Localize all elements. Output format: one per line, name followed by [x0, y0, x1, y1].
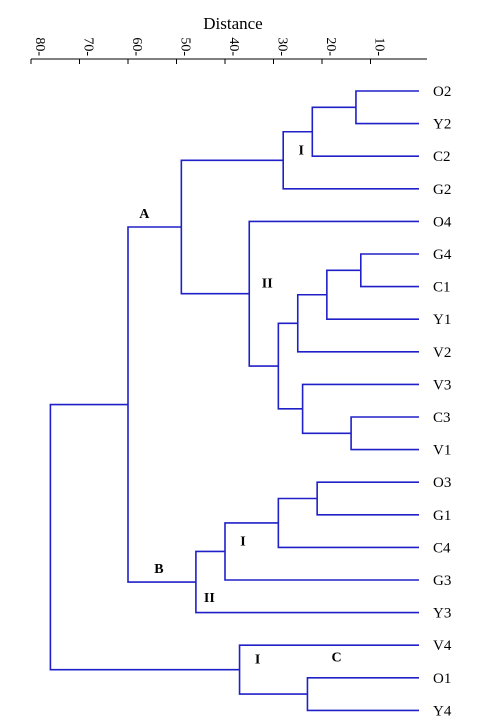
leaf-label-c3: C3: [433, 410, 451, 426]
leaf-label-c2: C2: [433, 149, 451, 165]
clade-label-i-1: I: [298, 143, 303, 158]
leaf-label-v1: V1: [433, 443, 451, 459]
leaf-label-y2: Y2: [433, 117, 451, 133]
leaf-label-v3: V3: [433, 377, 451, 393]
branch-n6: [296, 293, 419, 353]
branch-n3: [282, 130, 419, 190]
leaf-label-g1: G1: [433, 508, 451, 524]
leaf-label-v2: V2: [433, 345, 451, 361]
branch-n15: [195, 550, 419, 614]
leaf-label-v4: V4: [433, 638, 452, 654]
branch-n13: [277, 497, 419, 549]
leaf-label-g2: G2: [433, 182, 451, 198]
leaf-label-g3: G3: [433, 573, 451, 589]
axis-tick-label: 50-: [178, 37, 193, 56]
leaf-label-y3: Y3: [433, 606, 451, 622]
clade-label-i-7: I: [255, 653, 260, 668]
leaf-label-y4: Y4: [433, 703, 452, 719]
branch-n12: [316, 481, 419, 516]
axis-tick-label: 60-: [129, 37, 144, 56]
branch-n14: [224, 522, 419, 581]
branch-n8: [301, 383, 419, 435]
axis-tick-label: 40-: [226, 37, 241, 56]
branch-n17: [306, 677, 419, 712]
clade-label-ii-2: II: [262, 277, 273, 292]
axis-tick-label: 10-: [372, 37, 387, 56]
leaf-label-c4: C4: [433, 540, 451, 556]
leaf-label-g4: G4: [433, 247, 452, 263]
branch-n9: [277, 322, 303, 410]
distance-axis: Distance 80- 70- 60- 50- 40- 30- 20- 10-: [30, 14, 427, 64]
leaf-label-c1: C1: [433, 280, 451, 296]
leaf-label-o3: O3: [433, 475, 451, 491]
branch-n11: [180, 159, 284, 295]
clade-label-b-3: B: [154, 562, 163, 577]
axis-tick-label: 30-: [275, 37, 290, 56]
branch-n16: [127, 226, 196, 583]
branch-n7: [350, 416, 419, 451]
clade-label-a-0: A: [139, 207, 150, 222]
leaf-label-y1: Y1: [433, 312, 451, 328]
clade-label-ii-5: II: [204, 591, 215, 606]
branch-n10: [248, 220, 419, 367]
tree-branches: [49, 90, 419, 712]
leaf-label-o2: O2: [433, 84, 451, 100]
branch-n2: [311, 106, 419, 157]
branch-n1: [355, 90, 419, 125]
axis-tick-label: 70-: [81, 37, 96, 56]
axis-tick-label: 20-: [323, 37, 338, 56]
axis-title: Distance: [203, 14, 262, 33]
axis-ticks: 80- 70- 60- 50- 40- 30- 20- 10-: [30, 37, 387, 64]
branch-n18: [238, 644, 419, 695]
branch-n19: [49, 403, 240, 671]
axis-tick-label: 80-: [32, 37, 47, 56]
clade-label-c-6: C: [331, 651, 341, 666]
clade-label-i-4: I: [240, 534, 245, 549]
leaf-label-o4: O4: [433, 214, 452, 230]
leaf-label-o1: O1: [433, 671, 451, 687]
branch-n5: [326, 269, 419, 320]
branch-n4: [360, 253, 419, 288]
